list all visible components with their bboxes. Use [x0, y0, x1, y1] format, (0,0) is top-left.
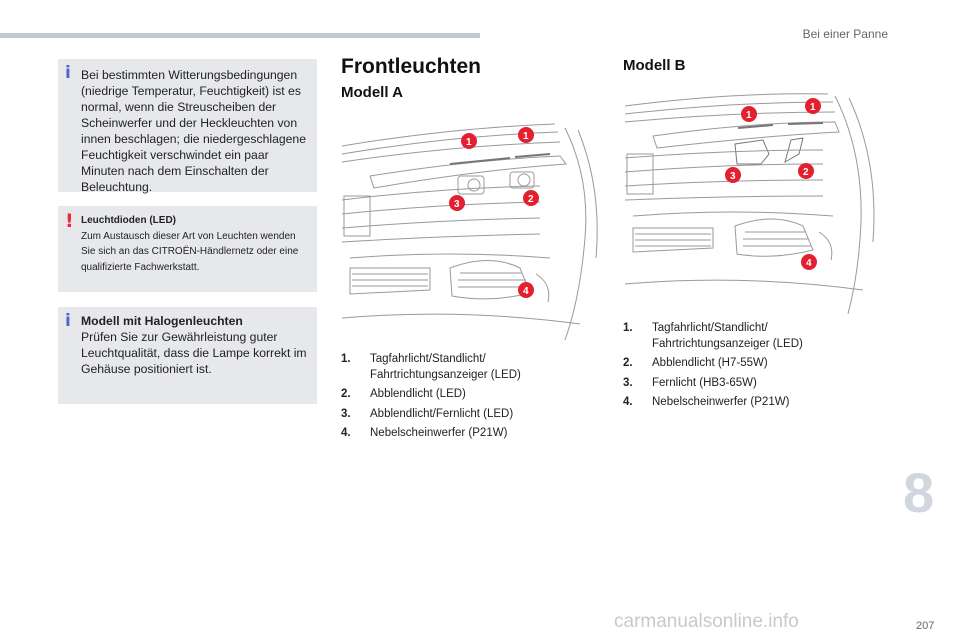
- model-b-callouts: 1 1 2 3 4: [725, 98, 821, 270]
- chapter-number: 8: [903, 461, 935, 524]
- model-b-headlamp-illustration: 1 1 2 3 4: [623, 92, 885, 314]
- page-title: Frontleuchten: [341, 55, 481, 78]
- callout-3: 3: [730, 171, 736, 182]
- legend-item: 3.Fernlicht (HB3-65W): [623, 376, 757, 389]
- callout-2: 2: [803, 167, 809, 178]
- model-b-title: Modell B: [623, 57, 686, 74]
- info-note: i Bei bestimmten Witterungsbedingungen (…: [58, 59, 317, 194]
- warning-title: Leuchtdioden (LED): [81, 215, 176, 226]
- legend-item: 1.Tagfahrlicht/Standlicht/ Fahrtrichtung…: [623, 322, 803, 350]
- model-a-title: Modell A: [341, 84, 403, 101]
- callout-4: 4: [523, 286, 529, 297]
- model-b-legend: 1.Tagfahrlicht/Standlicht/ Fahrtrichtung…: [623, 321, 863, 415]
- header-bar: [0, 33, 480, 38]
- callout-1: 1: [746, 110, 752, 121]
- legend-item: 2.Abblendlicht (LED): [341, 388, 466, 400]
- callout-4: 4: [806, 258, 812, 269]
- watermark: carmanualsonline.info: [614, 611, 799, 632]
- model-a-legend: 1.Tagfahrlicht/Standlicht/ Fahrtrichtung…: [341, 352, 581, 446]
- info-note-text: Bei bestimmten Witterungsbedingungen (ni…: [81, 68, 306, 194]
- halogen-note: i Modell mit Halogenleuchten Prüfen Sie …: [58, 307, 317, 404]
- legend-item: 3.Abblendlicht/Fernlicht (LED): [341, 407, 514, 420]
- halogen-note-title: Modell mit Halogenleuchten: [81, 314, 243, 328]
- warning-note: ! Leuchtdioden (LED) Zum Austausch diese…: [58, 206, 317, 292]
- halogen-note-body: Prüfen Sie zur Gewährleistung guter Leuc…: [81, 330, 307, 376]
- warning-body: Zum Austausch dieser Art von Leuchten we…: [81, 230, 299, 273]
- legend-item: 1.Tagfahrlicht/Standlicht/ Fahrtrichtung…: [341, 353, 521, 381]
- legend-item: 4.Nebelscheinwerfer (P21W): [623, 396, 790, 408]
- legend-item: 4.Nebelscheinwerfer (P21W): [341, 427, 508, 439]
- legend-item: 2.Abblendlicht (H7-55W): [623, 357, 768, 369]
- callout-3: 3: [454, 199, 460, 210]
- section-title: Bei einer Panne: [802, 27, 888, 41]
- model-a-callouts: 1 1 2 3 4: [449, 127, 539, 298]
- model-a-headlamp-illustration: 1 1 2 3 4: [340, 118, 602, 340]
- page-number: 207: [916, 620, 935, 632]
- info-icon: i: [65, 311, 71, 331]
- callout-1: 1: [810, 102, 816, 113]
- warning-icon: !: [65, 210, 74, 232]
- callout-2: 2: [528, 194, 534, 205]
- info-icon: i: [65, 63, 71, 83]
- callout-1: 1: [466, 137, 472, 148]
- callout-1: 1: [523, 131, 529, 142]
